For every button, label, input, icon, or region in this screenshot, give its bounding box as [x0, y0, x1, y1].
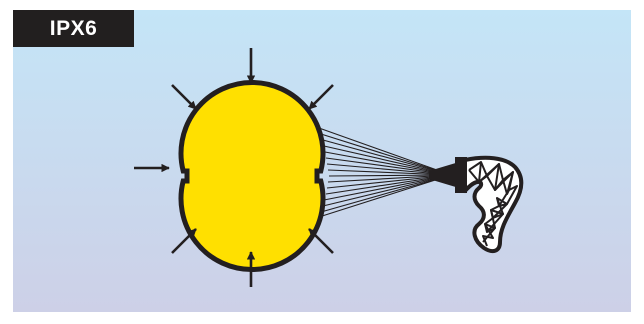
sphere-icon	[181, 82, 323, 269]
spray-nozzle-icon	[429, 157, 467, 193]
ip-rating-illustration: IPX6	[13, 10, 631, 312]
hose-icon	[465, 158, 521, 251]
diagram-canvas	[13, 10, 631, 312]
rating-badge: IPX6	[13, 10, 134, 47]
